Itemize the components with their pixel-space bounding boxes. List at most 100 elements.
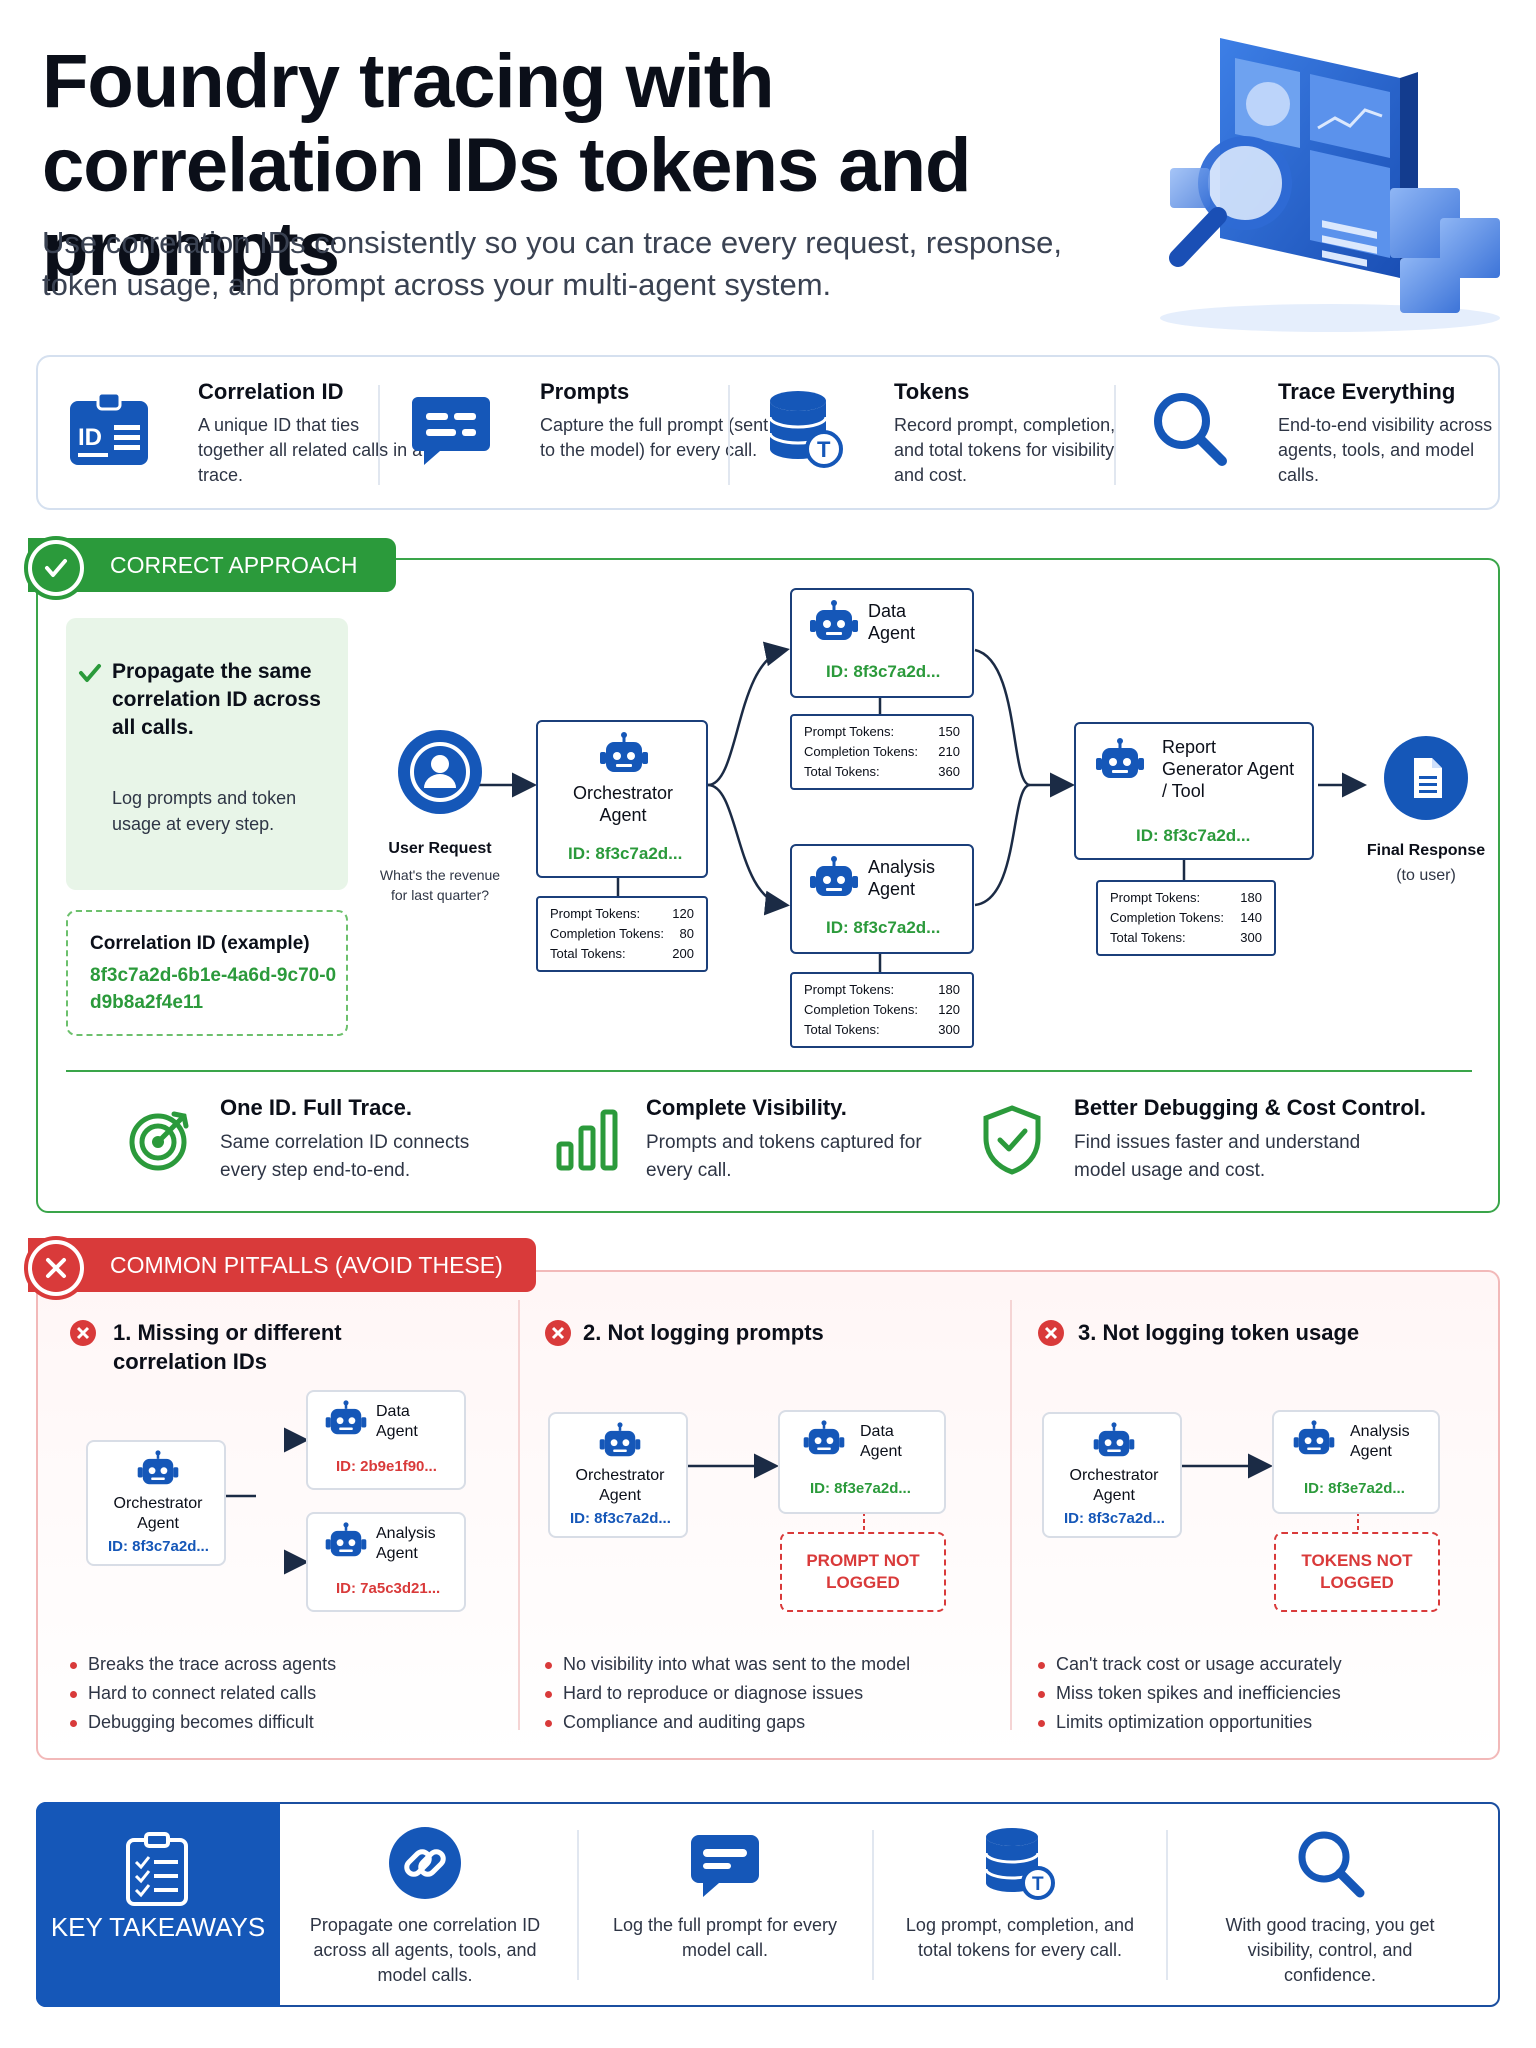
pitfalls-banner: COMMON PITFALLS (AVOID THESE) [28,1238,536,1292]
orchestrator-agent-node[interactable]: Orchestrator Agent ID: 8f3c7a2d... [1042,1412,1182,1538]
propagate-title: Propagate the same correlation ID across… [112,660,321,739]
node-label: Orchestrator Agent [1069,1467,1159,1504]
node-id: ID: 8f3e7a2d... [810,1480,911,1497]
node-label: Analysis Agent [1350,1423,1410,1460]
analysis-agent-node[interactable]: Analysis Agent ID: 7a5c3d21... [306,1512,466,1612]
correct-approach-panel [36,558,1500,1213]
checklist-icon [122,1832,192,1908]
divider [872,1830,874,1980]
robot-icon [598,732,650,776]
correlation-id-example-card [66,910,348,1036]
feature-desc: A unique ID that ties together all relat… [198,415,423,485]
token-label: Total Tokens: [1110,930,1186,945]
token-value: 80 [679,926,694,941]
pitfall-bullets: No visibility into what was sent to the … [545,1650,985,1737]
pitfalls-panel [36,1270,1500,1760]
target-icon [124,1106,194,1176]
feature-title: Tokens [894,379,970,404]
svg-text:T: T [1032,1874,1044,1895]
benefit-title: Complete Visibility. [646,1095,847,1120]
token-label: Completion Tokens: [804,1002,918,1017]
database-token-icon: T [982,1825,1058,1901]
node-id: ID: 8f3c7a2d... [826,662,941,681]
divider [577,1830,579,1980]
user-avatar-icon [398,730,482,814]
node-label: Analysis Agent [868,857,936,899]
robot-icon [1094,738,1146,782]
user-request-title: User Request [388,840,492,857]
list-item: Compliance and auditing gaps [545,1708,985,1737]
x-mark-icon [1038,1320,1064,1346]
benefit-desc: Find issues faster and understand model … [1074,1132,1361,1181]
node-id: ID: 2b9e1f90... [336,1458,437,1475]
key-takeaways-label: KEY TAKEAWAYS [50,1912,266,1942]
benefit-desc: Prompts and tokens captured for every ca… [646,1132,922,1181]
correct-approach-banner: CORRECT APPROACH [28,538,396,592]
robot-icon [808,856,860,900]
bar-chart-icon [555,1106,621,1172]
takeaway-text: Propagate one correlation ID across all … [309,1915,541,1985]
feature-title: Prompts [540,379,630,404]
pitfall-title: 3. Not logging token usage [1078,1320,1360,1345]
token-value: 120 [672,906,694,921]
data-agent-node[interactable]: Data Agent ID: 8f3c7a2d... [790,588,974,698]
robot-icon [598,1422,642,1460]
data-agent-node[interactable]: Data Agent ID: 2b9e1f90... [306,1390,466,1490]
list-item: Hard to connect related calls [70,1679,490,1708]
node-id: ID: 8f3c7a2d... [1064,1510,1165,1527]
token-value: 180 [938,982,960,997]
orchestrator-agent-node[interactable]: Orchestrator Agent ID: 8f3c7a2d... [86,1440,226,1566]
document-icon [1384,736,1468,820]
x-mark-icon [70,1320,96,1346]
node-id: ID: 8f3c7a2d... [108,1538,209,1555]
svg-text:T: T [817,437,831,462]
divider [1114,385,1116,485]
list-item: Debugging becomes difficult [70,1708,490,1737]
takeaway-text: With good tracing, you get visibility, c… [1225,1915,1435,1985]
divider [378,385,380,485]
robot-icon [802,1420,846,1458]
analysis-agent-node[interactable]: Analysis Agent ID: 8f3c7a2d... [790,844,974,954]
feature-desc: End-to-end visibility across agents, too… [1278,415,1493,485]
report-generator-node[interactable]: Report Generator Agent / Tool ID: 8f3c7a… [1074,722,1314,860]
token-value: 300 [1240,930,1262,945]
robot-icon [808,600,860,644]
prompt-not-logged-warning: PROMPT NOT LOGGED [780,1532,946,1612]
token-label: Completion Tokens: [550,926,664,941]
divider [1010,1300,1012,1730]
token-label: Prompt Tokens: [804,982,895,997]
token-label: Total Tokens: [550,946,626,961]
token-value: 120 [938,1002,960,1017]
feature-desc: Record prompt, completion, and total tok… [894,415,1116,485]
node-label: Data Agent [860,1423,902,1460]
x-circle-icon [24,1236,88,1300]
node-label: Orchestrator Agent [113,1495,203,1532]
chat-icon [410,387,492,469]
section-divider [66,1070,1472,1072]
node-label: Data Agent [376,1403,418,1440]
pitfall-bullets: Breaks the trace across agents Hard to c… [70,1650,490,1737]
pitfall-bullets: Can't track cost or usage accurately Mis… [1038,1650,1478,1737]
robot-icon [1092,1422,1136,1460]
takeaway-text: Log the full prompt for every model call… [612,1915,838,1960]
orchestrator-agent-node[interactable]: Orchestrator Agent ID: 8f3c7a2d... [548,1412,688,1538]
correlation-id-example-value: 8f3c7a2d-6b1e-4a6d-9c70-0d9b8a2f4e11 [90,965,337,1013]
page-title: Foundry tracing with correlation IDs tok… [42,39,971,292]
final-response-title: Final Response [1366,842,1486,859]
data-agent-node[interactable]: Data Agent ID: 8f3e7a2d... [778,1410,946,1514]
token-value: 200 [672,946,694,961]
list-item: Limits optimization opportunities [1038,1708,1478,1737]
correlation-id-example-label: Correlation ID (example) [90,933,310,954]
database-token-icon: T [764,387,846,469]
benefit-desc: Same correlation ID connects every step … [220,1132,470,1181]
takeaway-text: Log prompt, completion, and total tokens… [905,1915,1135,1960]
check-circle-icon [24,536,88,600]
robot-icon [136,1450,180,1488]
divider [518,1300,520,1730]
orchestrator-agent-node[interactable]: Orchestrator Agent ID: 8f3c7a2d... [536,720,708,878]
node-id: ID: 8f3c7a2d... [570,1510,671,1527]
monitor-magnifier-illustration [1100,18,1510,338]
propagate-text: Log prompts and token usage at every ste… [112,788,297,834]
analysis-agent-node[interactable]: Analysis Agent ID: 8f3e7a2d... [1272,1410,1440,1514]
list-item: Hard to reproduce or diagnose issues [545,1679,985,1708]
